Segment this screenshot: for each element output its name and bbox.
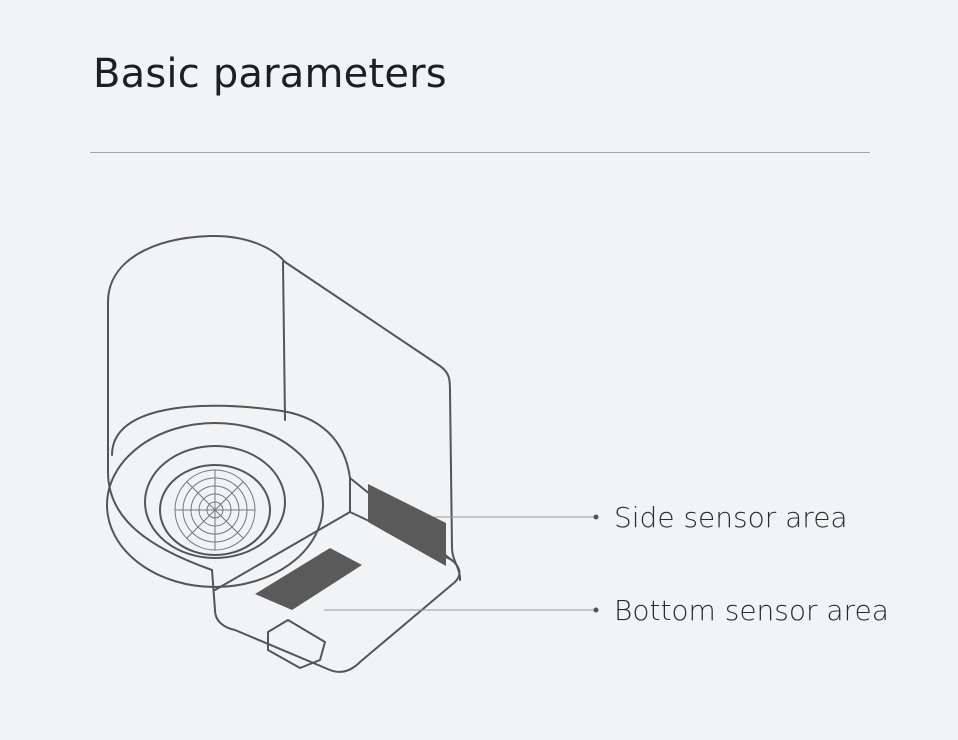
bottom-sensor-window (255, 548, 362, 610)
side-sensor-label: Side sensor area (614, 501, 848, 534)
aerator-housing (111, 404, 351, 479)
device-front-edge (107, 301, 213, 571)
device-top-seam (282, 261, 286, 421)
callout-leaders (324, 516, 596, 611)
side-sensor-window (368, 484, 446, 566)
title-divider (90, 152, 870, 153)
bottom-sensor-label: Bottom sensor area (614, 594, 889, 627)
bottom-sensor-leader-dot (593, 607, 599, 613)
device-bottom-button (267, 619, 326, 669)
device-front-block (211, 477, 461, 673)
aerator-inner-ring (159, 464, 271, 556)
aerator-mesh (174, 469, 256, 551)
page-title: Basic parameters (93, 51, 447, 97)
aerator-mid-ring (144, 445, 286, 559)
side-sensor-leader-dot (593, 514, 599, 520)
aerator-outer-ring (106, 422, 324, 588)
device-body-outline (107, 234, 461, 581)
